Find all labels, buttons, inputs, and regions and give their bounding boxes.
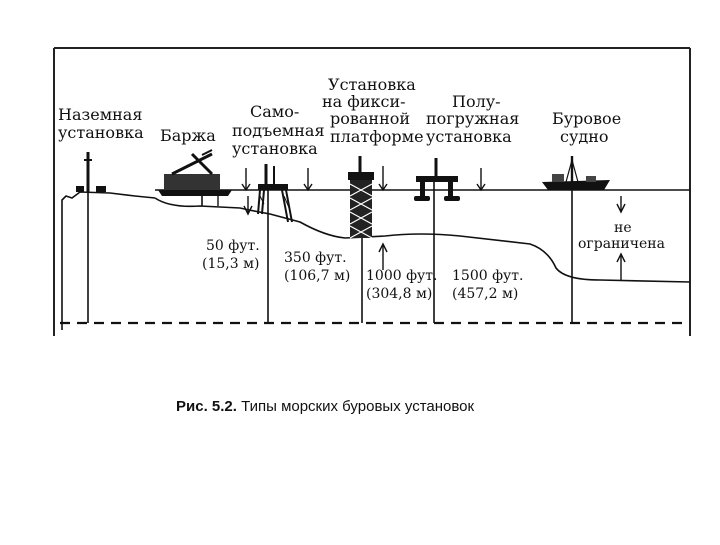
- land-surface: [61, 191, 156, 330]
- depth-drillship-2: ограничена: [578, 236, 665, 252]
- jackup-label-1: Само-: [250, 102, 299, 121]
- fixed-platform-label-4: платформе: [330, 127, 424, 146]
- fixed-platform-label-1: Установка: [328, 75, 416, 94]
- depth-fixed-2: (106,7 м): [284, 268, 350, 284]
- barge-icon: [158, 149, 251, 206]
- caption-text: Типы морских буровых установок: [241, 398, 475, 415]
- jackup-rig-icon: [243, 164, 313, 323]
- semisub-label-2: погружная: [426, 109, 519, 128]
- semisubmersible-rig-icon: [414, 158, 486, 323]
- seabed-profile: [154, 197, 691, 283]
- depth-semisub-2: (304,8 м): [366, 286, 432, 302]
- semisub-label-1: Полу-: [452, 92, 501, 111]
- drillship-label-1: Буровое: [552, 109, 621, 128]
- fixed-platform-icon: [348, 156, 388, 323]
- depth-drillship-1: не: [614, 220, 632, 236]
- semisub-label-3: установка: [426, 127, 512, 146]
- jackup-label-3: установка: [232, 139, 318, 158]
- figure-caption: Рис. 5.2. Типы морских буровых установок: [176, 398, 596, 415]
- depth-fixed-1: 350 фут.: [284, 250, 347, 266]
- depth-semisub-1: 1000 фут.: [366, 268, 437, 284]
- land-rig-label-2: установка: [58, 123, 144, 142]
- depth-jackup-2: (15,3 м): [202, 256, 259, 272]
- depth-jackup-1: 50 фут.: [206, 238, 260, 254]
- barge-label: Баржа: [160, 126, 216, 145]
- depth-deep-2: (457,2 м): [452, 286, 518, 302]
- land-rig-label-1: Наземная: [58, 105, 142, 124]
- fixed-platform-label-3: рованной: [330, 109, 410, 128]
- jackup-label-2: подъемная: [232, 121, 325, 140]
- drillship-icon: [542, 156, 626, 323]
- caption-prefix: Рис. 5.2.: [176, 398, 237, 415]
- fixed-platform-label-2: на фикси-: [322, 92, 406, 111]
- drillship-label-2: судно: [560, 127, 609, 146]
- land-rig-icon: [76, 152, 106, 323]
- depth-deep-1: 1500 фут.: [452, 268, 523, 284]
